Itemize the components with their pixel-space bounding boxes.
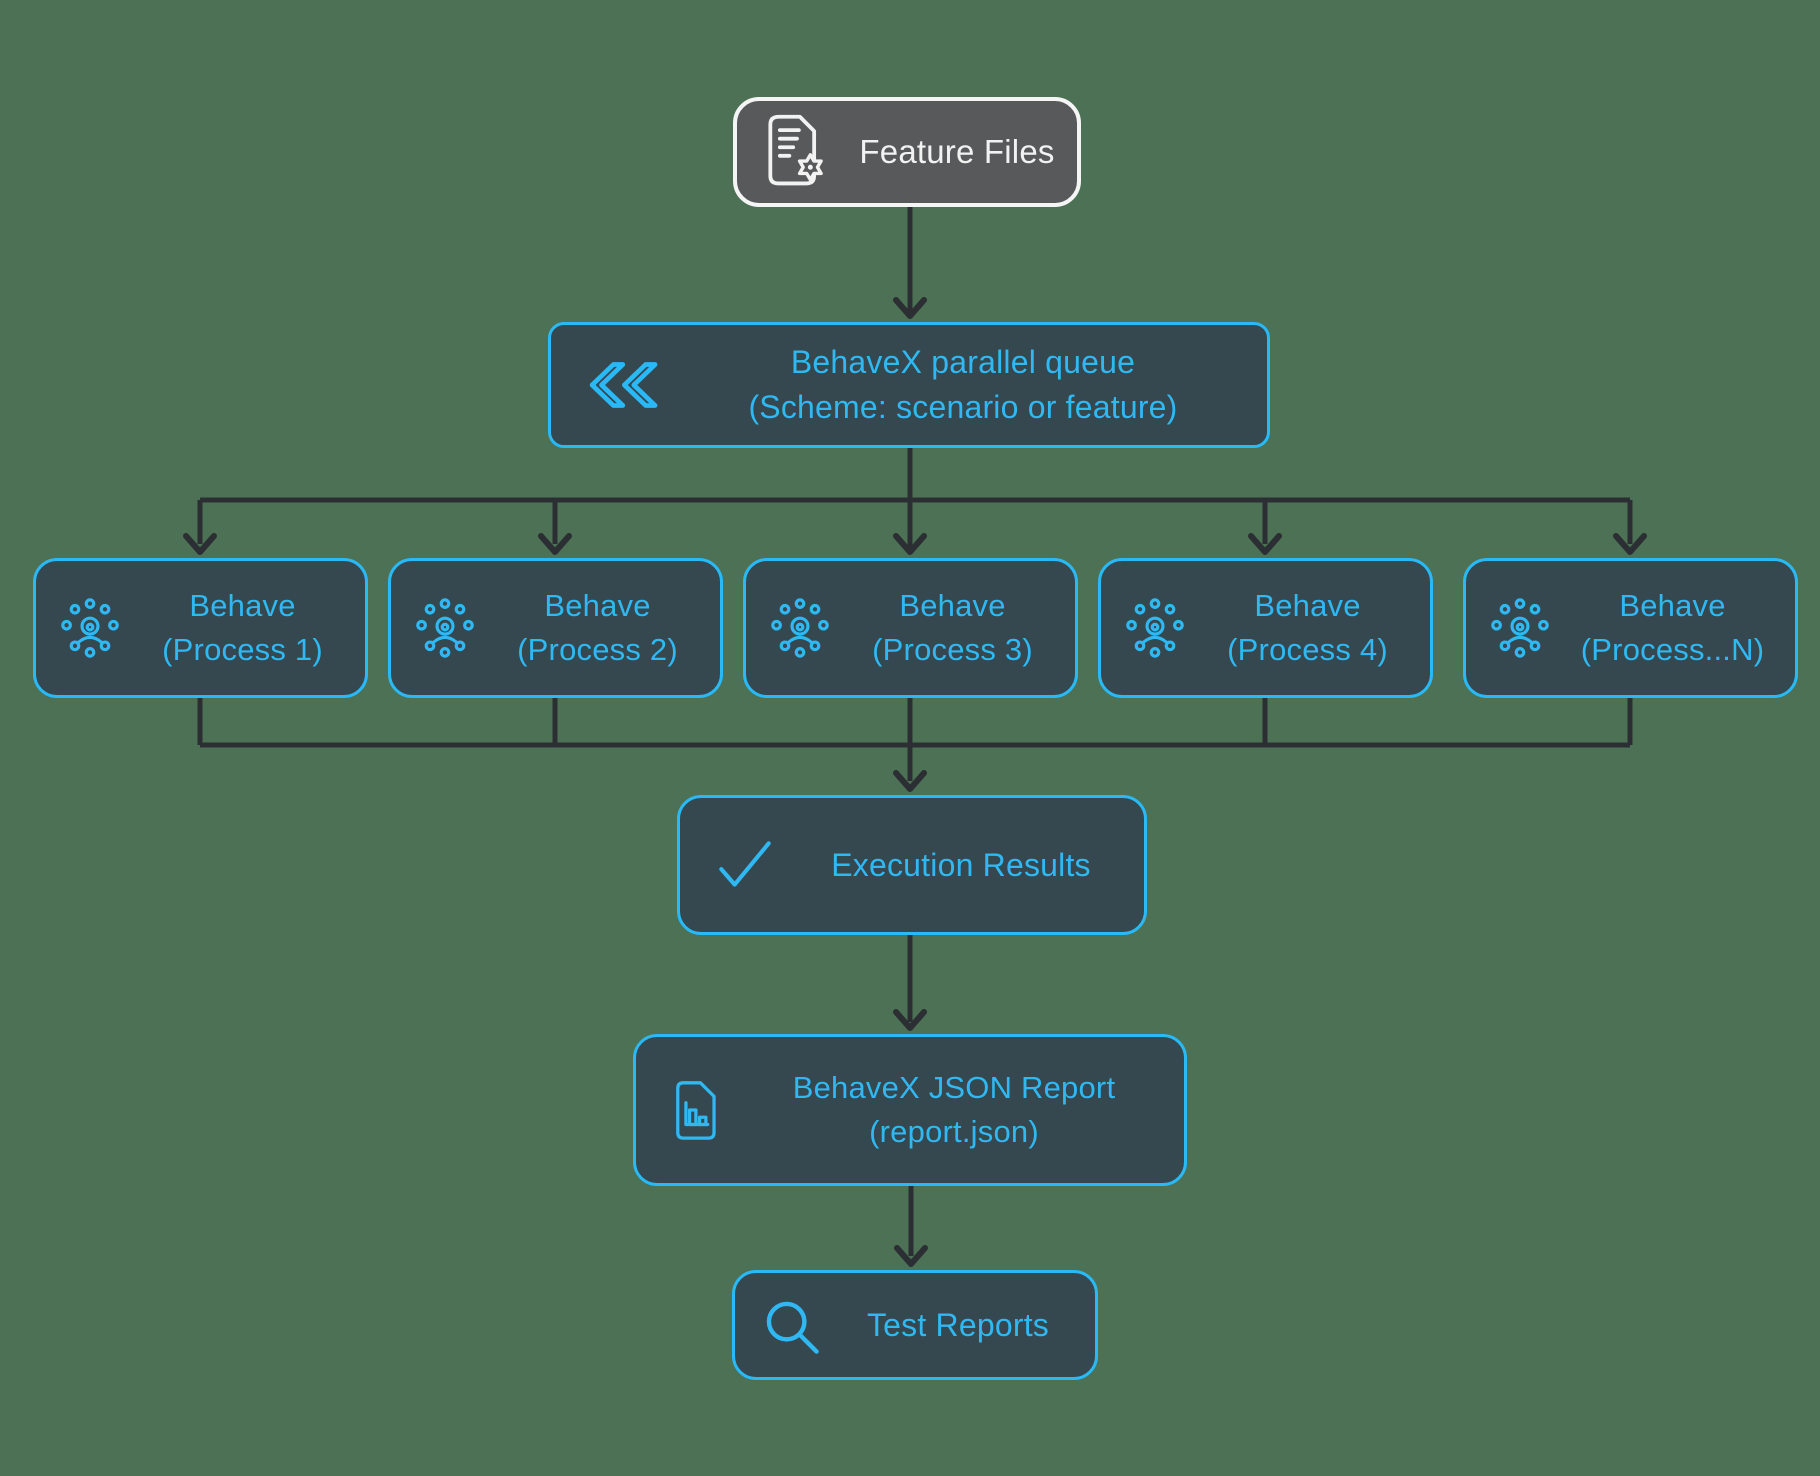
node-json-report: BehaveX JSON Report (report.json)	[633, 1034, 1187, 1186]
node-label: Behave (Process 2)	[475, 584, 720, 672]
node-label-line1: BehaveX parallel queue	[790, 344, 1136, 380]
node-label: Execution Results	[831, 846, 1091, 883]
swarm-icon	[60, 598, 120, 658]
swarm-icon	[1490, 598, 1550, 658]
node-label: Feature Files	[859, 133, 1055, 170]
checkmark-icon	[712, 835, 778, 895]
node-behave-process-n: Behave (Process...N)	[1463, 558, 1798, 698]
node-label: BehaveX JSON Report (report.json)	[724, 1066, 1184, 1154]
node-test-reports: Test Reports	[732, 1270, 1098, 1380]
node-label-line2: (Process 3)	[872, 632, 1033, 667]
node-feature-files: Feature Files	[733, 97, 1081, 207]
node-label-line2: (Process 4)	[1227, 632, 1388, 667]
node-label: Test Reports	[866, 1306, 1050, 1343]
node-label-line2: (Process 1)	[162, 632, 323, 667]
node-label: Behave (Process...N)	[1550, 584, 1795, 672]
node-parallel-queue: BehaveX parallel queue (Scheme: scenario…	[548, 322, 1270, 448]
feature-file-gear-icon	[757, 110, 837, 194]
arrowheads	[183, 297, 1647, 1267]
node-label: BehaveX parallel queue (Scheme: scenario…	[659, 340, 1267, 430]
node-label-line2: (report.json)	[869, 1114, 1039, 1149]
node-label: Behave (Process 3)	[830, 584, 1075, 672]
swarm-icon	[1125, 598, 1185, 658]
node-behave-process-4: Behave (Process 4)	[1098, 558, 1433, 698]
report-chart-icon	[666, 1077, 724, 1143]
node-label-line2: (Process...N)	[1580, 632, 1765, 667]
node-behave-process-3: Behave (Process 3)	[743, 558, 1078, 698]
node-behave-process-2: Behave (Process 2)	[388, 558, 723, 698]
node-label-line2: (Scheme: scenario or feature)	[748, 389, 1178, 425]
double-chevron-left-icon	[585, 359, 659, 411]
node-label: Behave (Process 1)	[120, 584, 365, 672]
node-label-line1: Behave	[544, 588, 651, 623]
node-label: Behave (Process 4)	[1185, 584, 1430, 672]
node-label-line1: Behave	[1619, 588, 1726, 623]
node-label-line1: Behave	[899, 588, 1006, 623]
connector-lines	[197, 207, 1633, 1256]
node-label-line2: (Process 2)	[517, 632, 678, 667]
swarm-icon	[770, 598, 830, 658]
node-label-line1: Behave	[189, 588, 296, 623]
swarm-icon	[415, 598, 475, 658]
node-execution-results: Execution Results	[677, 795, 1147, 935]
node-label-line1: Behave	[1254, 588, 1361, 623]
node-label-line1: BehaveX JSON Report	[792, 1070, 1116, 1105]
search-icon	[759, 1294, 821, 1356]
node-behave-process-1: Behave (Process 1)	[33, 558, 368, 698]
